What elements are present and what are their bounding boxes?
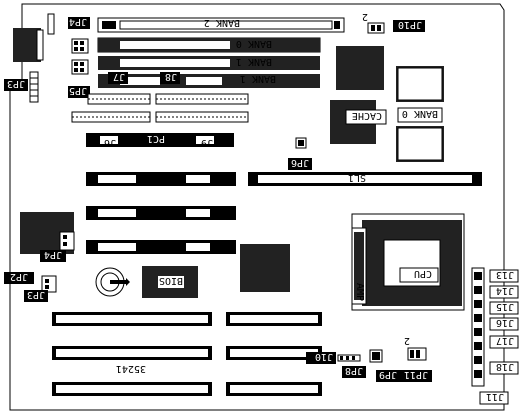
slot-pc2 xyxy=(86,172,236,186)
label-pc4: PC4 xyxy=(147,240,165,251)
label-j17: J17 xyxy=(496,335,514,346)
header-connector-j6 xyxy=(71,111,151,123)
header-connector-j7 xyxy=(87,93,151,105)
label-bank-2: BANK 2 xyxy=(204,17,240,28)
jp3-connector xyxy=(29,71,39,103)
chip-middle xyxy=(240,244,290,292)
label-jp9: JP9 xyxy=(379,369,397,380)
label-pc2: PC2 xyxy=(147,172,165,183)
slot-isa-left-1 xyxy=(52,312,212,326)
jp5-pins xyxy=(71,59,89,75)
label-jp8: JP8 xyxy=(345,365,363,376)
label-board-code: 35241 xyxy=(116,363,146,374)
label-bank-1-lower: BANK 1 xyxy=(240,73,276,84)
label-pc1: PC1 xyxy=(147,133,165,144)
label-jp4-lower: JP4 xyxy=(44,249,62,260)
slot-isa-right-3 xyxy=(226,382,322,396)
label-j13: J13 xyxy=(496,269,514,280)
slot-isa-left-3 xyxy=(52,382,212,396)
chip-top-center xyxy=(336,46,384,90)
jp4-top-pins xyxy=(71,38,89,54)
label-j16: J16 xyxy=(496,317,514,328)
label-sl1: SL1 xyxy=(348,172,366,183)
label-jp11-pin: 2 xyxy=(404,335,410,346)
label-j6: J6 xyxy=(104,137,116,148)
label-amp: AMP xyxy=(354,283,365,301)
label-j8: J8 xyxy=(165,71,177,82)
slot-sl1 xyxy=(248,172,482,186)
header-connector-j9 xyxy=(155,111,249,123)
label-jp4-top: JP4 xyxy=(69,16,87,27)
slot-isa-left-2 xyxy=(52,346,212,360)
label-jp11: JP11 xyxy=(404,369,428,380)
label-cpu: CPU xyxy=(414,268,432,279)
keyboard-connector xyxy=(13,28,41,62)
label-j9: J9 xyxy=(201,137,213,148)
label-cache: CACHE xyxy=(352,110,382,121)
cache-chip-stack xyxy=(396,66,444,162)
label-j15: J15 xyxy=(496,301,514,312)
simm-bank-0-upper xyxy=(97,37,321,53)
slot-pc1 xyxy=(86,133,234,147)
label-jp3-lower: JP3 xyxy=(27,289,45,300)
label-j10: J10 xyxy=(315,351,333,362)
label-bank-1: BANK 1 xyxy=(236,56,272,67)
cpu-socket xyxy=(351,213,465,311)
label-jp6: JP6 xyxy=(291,157,309,168)
battery xyxy=(95,267,130,297)
label-bank-0-upper: BANK 0 xyxy=(236,38,272,49)
label-jp3-top: JP3 xyxy=(7,78,25,89)
label-j18: J18 xyxy=(496,361,514,372)
simm-bank-1-upper xyxy=(98,56,320,70)
label-jp5: JP5 xyxy=(69,85,87,96)
jumper-column-right xyxy=(471,267,485,387)
label-j7: J7 xyxy=(113,71,125,82)
slot-pc4 xyxy=(86,240,236,254)
label-jp10-pin: 2 xyxy=(362,11,368,22)
label-j11: J11 xyxy=(486,391,504,402)
label-bios: BIOS xyxy=(159,275,183,286)
label-jp2: JP2 xyxy=(10,271,28,282)
simm-bank-1-lower xyxy=(98,74,320,88)
slot-isa-right-1 xyxy=(226,312,322,326)
simm-bank-2 xyxy=(97,17,345,33)
label-bank-0-cache: BANK 0 xyxy=(402,108,438,119)
slot-isa-right-2 xyxy=(226,346,322,360)
header-connector-j8 xyxy=(155,93,249,105)
label-pc3: PC3 xyxy=(147,206,165,217)
label-jp10: JP10 xyxy=(398,19,422,30)
label-j14: J14 xyxy=(496,285,514,296)
slot-pc3 xyxy=(86,206,236,220)
